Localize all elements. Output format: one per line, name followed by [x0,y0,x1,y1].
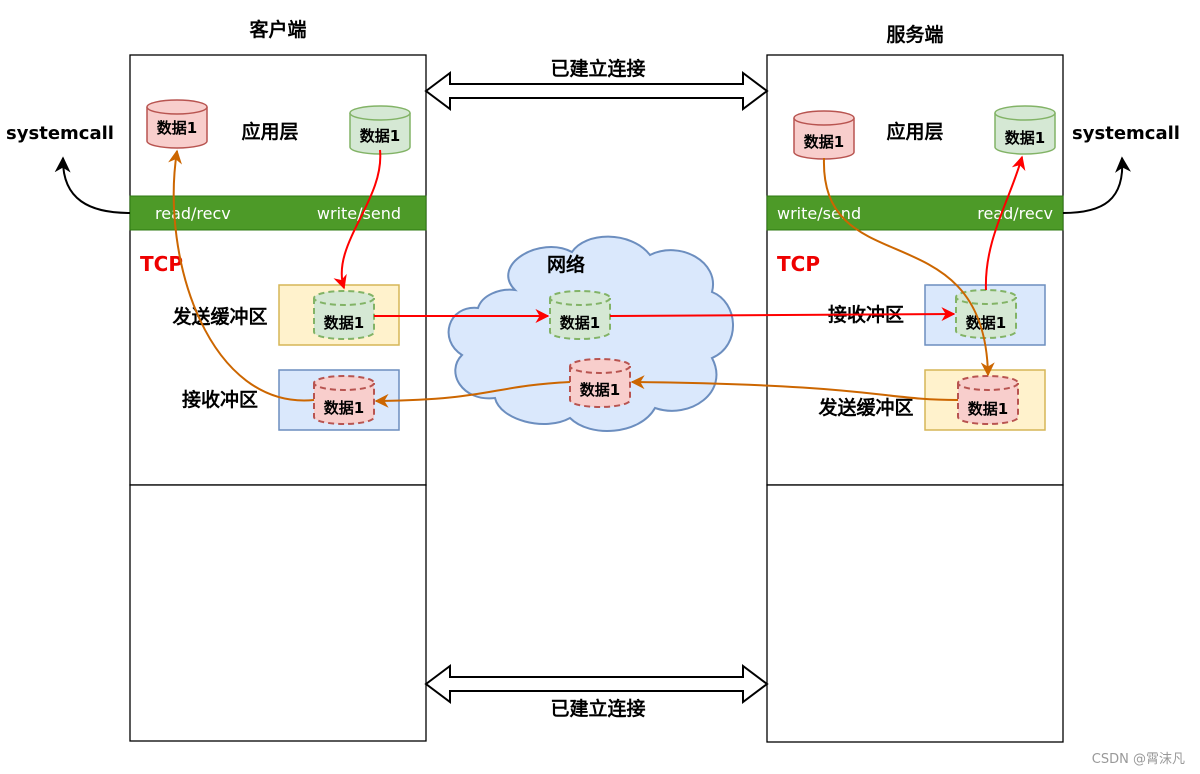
watermark: CSDN @霄沫凡 [1092,752,1185,767]
server-app-send-data: 数据1 [793,110,855,160]
network-outbound-data: 数据1 [549,290,611,340]
server-app-layer-label: 应用层 [886,120,943,143]
recv-flow-server-buffer-to-network [630,375,959,401]
client-app-recv-data-label: 数据1 [157,119,197,137]
server-app-recv-data-label: 数据1 [1005,129,1045,147]
server-systemcall-arrow [1062,156,1131,214]
network-inbound-data-label: 数据1 [580,381,620,399]
server-syscall-read: read/recv [977,204,1053,223]
server-app-recv-data: 数据1 [994,105,1056,155]
client-send-buffer-label: 发送缓冲区 [171,305,267,328]
server-recv-buffer-data: 数据1 [955,289,1017,339]
server-tcp-label: TCP [777,252,820,276]
send-flow-network-to-server [609,307,956,322]
client-tcp-label: TCP [140,252,183,276]
network-inbound-data: 数据1 [569,358,631,408]
server-send-buffer-data: 数据1 [957,375,1019,425]
server-lower-box [766,484,1064,743]
network-outbound-data-label: 数据1 [560,314,600,332]
client-syscall-write: write/send [317,204,401,223]
connection-bottom-label: 已建立连接 [550,697,645,720]
client-title: 客户端 [249,18,306,41]
client-syscall-read: read/recv [155,204,231,223]
server-systemcall-label: systemcall [1072,123,1180,144]
recv-flow-network-to-client-buffer [374,381,571,408]
client-app-layer-label: 应用层 [241,120,298,143]
client-lower-box [129,484,427,742]
connection-top-label: 已建立连接 [550,57,645,80]
client-syscall-bar [129,195,427,231]
server-send-buffer-label: 发送缓冲区 [817,396,913,419]
client-app-send-data: 数据1 [349,105,411,155]
recv-flow-buffer-to-client-app [168,149,315,402]
server-title: 服务端 [886,23,943,46]
client-send-buffer-data-label: 数据1 [324,314,364,332]
network-label: 网络 [547,253,585,276]
client-systemcall-arrow [54,156,131,214]
server-recv-buffer-data-label: 数据1 [966,314,1006,332]
send-flow-buffer-to-server-app [984,155,1026,291]
recv-flow-server-app-to-buffer [822,157,995,377]
server-app-send-data-label: 数据1 [804,133,844,151]
server-syscall-write: write/send [777,204,861,223]
server-send-buffer-data-label: 数据1 [968,400,1008,418]
connection-bottom-arrow [424,664,769,704]
server-syscall-bar [766,195,1064,231]
client-recv-buffer-label: 接收冲区 [182,388,258,411]
client-recv-buffer-data: 数据1 [313,375,375,425]
client-app-recv-data: 数据1 [146,99,208,149]
connection-top-arrow [424,71,769,111]
client-send-buffer-data: 数据1 [313,290,375,340]
client-app-send-data-label: 数据1 [360,127,400,145]
send-flow-app-to-buffer [333,149,382,290]
client-recv-buffer-data-label: 数据1 [324,399,364,417]
client-systemcall-label: systemcall [6,123,114,144]
